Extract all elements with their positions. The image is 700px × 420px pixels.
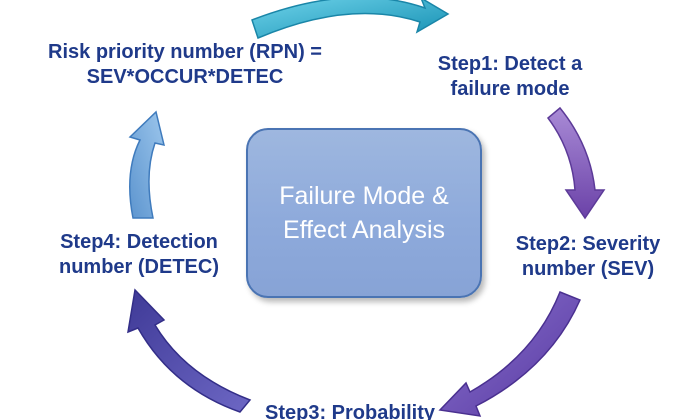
- step3-line: Step3: Probability: [264, 402, 436, 420]
- step1-line: Step1: Detect a: [437, 53, 583, 75]
- step4-line: Step4: Detection: [60, 231, 218, 253]
- center-title-box: Failure Mode & Effect Analysis: [246, 128, 482, 298]
- step1-label: Step1: Detect a failure mode: [410, 52, 610, 102]
- step2-label: Step2: Severity number (SEV): [488, 232, 688, 282]
- center-title-line: Failure Mode &: [279, 182, 449, 210]
- step4-line: number (DETEC): [59, 256, 219, 278]
- center-title: Failure Mode & Effect Analysis: [279, 179, 449, 247]
- step2-line: number (SEV): [521, 258, 655, 280]
- rpn-formula-label: Risk priority number (RPN) = SEV*OCCUR*D…: [20, 40, 350, 90]
- step3-label: Step3: Probability: [200, 401, 500, 420]
- center-title-line: Effect Analysis: [282, 216, 446, 244]
- curved-arrow-icon: [546, 106, 606, 220]
- curved-arrow-icon: [251, 0, 450, 40]
- rpn-formula-line: Risk priority number (RPN) =: [48, 41, 322, 63]
- curved-arrow-icon: [127, 288, 252, 413]
- step1-line: failure mode: [450, 78, 570, 100]
- curved-arrow-icon: [438, 291, 581, 417]
- curved-arrow-icon: [128, 110, 166, 219]
- rpn-formula-line: SEV*OCCUR*DETEC: [86, 66, 284, 88]
- step2-line: Step2: Severity: [515, 233, 661, 255]
- step4-label: Step4: Detection number (DETEC): [24, 230, 254, 280]
